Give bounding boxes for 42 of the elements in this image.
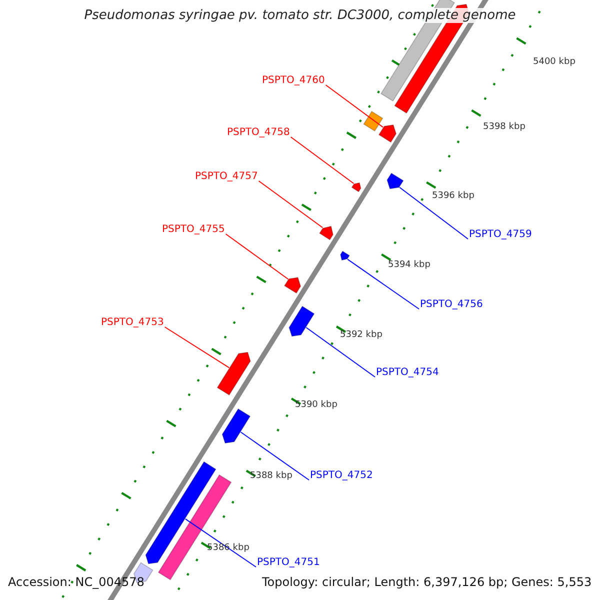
footer-text: Topology: circular; Length: 6,397,126 bp; Genes: 5,553 bbox=[262, 575, 592, 589]
leader-line bbox=[399, 186, 468, 240]
scale-label: 5396 kbp bbox=[432, 191, 474, 202]
gene-feature bbox=[340, 250, 350, 261]
scale-label: 5398 kbp bbox=[483, 122, 526, 133]
gene-label: PSPTO_4757 bbox=[195, 171, 258, 183]
scale-label: 5400 kbp bbox=[533, 57, 576, 68]
gene-label: PSPTO_4752 bbox=[310, 470, 373, 482]
gene-label: PSPTO_4760 bbox=[262, 75, 325, 87]
gene-feature bbox=[351, 182, 362, 192]
gene-feature bbox=[284, 277, 302, 294]
gene-block bbox=[158, 474, 232, 580]
gene-label: PSPTO_4754 bbox=[376, 367, 439, 379]
leader-line bbox=[347, 258, 420, 310]
gene-feature bbox=[288, 306, 315, 337]
leader-line bbox=[225, 234, 289, 280]
gene-label: PSPTO_4759 bbox=[469, 229, 532, 241]
scale-label: 5394 kbp bbox=[388, 260, 430, 271]
leader-line bbox=[184, 518, 256, 568]
scale-label: 5390 kbp bbox=[295, 400, 338, 411]
scale-label: 5388 kbp bbox=[250, 471, 292, 482]
leader-line bbox=[306, 327, 376, 378]
gene-feature bbox=[386, 172, 404, 190]
diagram-title: Pseudomonas syringae pv. tomato str. DC3000, complete genome bbox=[82, 8, 518, 23]
gene-feature bbox=[222, 408, 251, 444]
scale-label: 5386 kbp bbox=[207, 543, 250, 554]
gene-label: PSPTO_4753 bbox=[101, 317, 164, 329]
gene-label: PSPTO_4751 bbox=[257, 557, 320, 569]
gene-block bbox=[363, 110, 384, 132]
leader-line bbox=[290, 136, 354, 184]
gene-label: PSPTO_4756 bbox=[420, 299, 483, 311]
leader-line bbox=[240, 432, 310, 480]
leader-line bbox=[164, 326, 230, 368]
scale-label: 5392 kbp bbox=[340, 330, 382, 341]
gene-label: PSPTO_4755 bbox=[162, 224, 225, 236]
footer-text: Accession: NC_004578 bbox=[8, 575, 144, 589]
gene-label: PSPTO_4758 bbox=[227, 127, 290, 139]
gene-feature bbox=[319, 226, 334, 240]
leader-line bbox=[258, 180, 324, 228]
gene-feature bbox=[216, 352, 251, 396]
leader-line bbox=[325, 84, 384, 128]
gene-feature bbox=[378, 124, 397, 143]
